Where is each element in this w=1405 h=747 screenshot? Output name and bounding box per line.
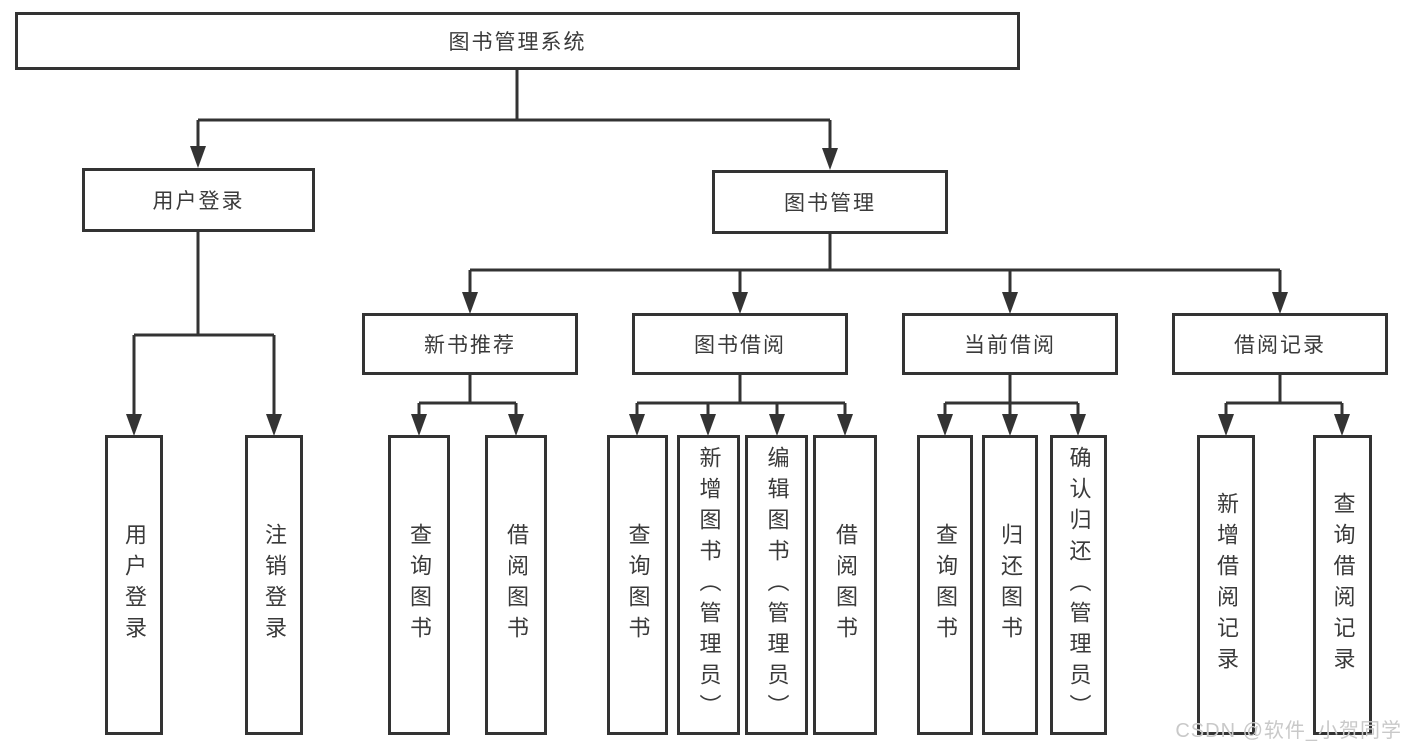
leaf-return-books: 归还图书 bbox=[982, 435, 1038, 735]
node-borrowing-records-label: 借阅记录 bbox=[1234, 334, 1326, 357]
leaf-return-books-label: 归还图书 bbox=[998, 523, 1023, 647]
node-book-management-branch: 图书管理 bbox=[712, 170, 948, 234]
leaf-user-login-label: 用户登录 bbox=[122, 523, 147, 647]
leaf-logout-label: 注销登录 bbox=[262, 523, 287, 647]
leaf-edit-books-admin: 编辑图书（管理员） bbox=[745, 435, 808, 735]
leaf-add-books-admin: 新增图书（管理员） bbox=[677, 435, 740, 735]
node-book-borrowing-label: 图书借阅 bbox=[694, 334, 786, 357]
leaf-query-books-current: 查询图书 bbox=[917, 435, 973, 735]
node-root-label: 图书管理系统 bbox=[448, 31, 587, 54]
node-current-borrowing-label: 当前借阅 bbox=[964, 334, 1056, 357]
leaf-logout: 注销登录 bbox=[245, 435, 303, 735]
leaf-edit-books-admin-label: 编辑图书（管理员） bbox=[764, 445, 790, 725]
leaf-borrow-books-label: 借阅图书 bbox=[833, 523, 858, 647]
node-root-library-system: 图书管理系统 bbox=[15, 12, 1020, 70]
node-book-borrowing: 图书借阅 bbox=[632, 313, 848, 375]
node-book-management-label: 图书管理 bbox=[784, 192, 876, 215]
leaf-query-books-current-label: 查询图书 bbox=[933, 523, 958, 647]
csdn-watermark: CSDN @软件_小贺同学 bbox=[1175, 720, 1402, 742]
leaf-query-books-recommend: 查询图书 bbox=[388, 435, 450, 735]
leaf-add-borrow-record-label: 新增借阅记录 bbox=[1214, 492, 1239, 678]
leaf-borrow-books-recommend: 借阅图书 bbox=[485, 435, 547, 735]
leaf-query-books-borrowing-label: 查询图书 bbox=[625, 523, 651, 647]
leaf-add-books-admin-label: 新增图书（管理员） bbox=[696, 445, 722, 725]
leaf-user-login: 用户登录 bbox=[105, 435, 163, 735]
node-new-book-recommend: 新书推荐 bbox=[362, 313, 578, 375]
leaf-borrow-books-recommend-label: 借阅图书 bbox=[504, 523, 529, 647]
leaf-confirm-return-admin: 确认归还（管理员） bbox=[1050, 435, 1107, 735]
leaf-confirm-return-admin-label: 确认归还（管理员） bbox=[1066, 445, 1092, 725]
leaf-borrow-books: 借阅图书 bbox=[813, 435, 877, 735]
leaf-query-borrow-record-label: 查询借阅记录 bbox=[1330, 492, 1356, 678]
leaf-query-borrow-record: 查询借阅记录 bbox=[1313, 435, 1372, 735]
node-new-book-recommend-label: 新书推荐 bbox=[424, 334, 516, 357]
leaf-query-books-recommend-label: 查询图书 bbox=[407, 523, 432, 647]
leaf-add-borrow-record: 新增借阅记录 bbox=[1197, 435, 1255, 735]
node-current-borrowing: 当前借阅 bbox=[902, 313, 1118, 375]
node-user-login-branch: 用户登录 bbox=[82, 168, 315, 232]
node-user-login-label: 用户登录 bbox=[152, 190, 245, 213]
leaf-query-books-borrowing: 查询图书 bbox=[607, 435, 668, 735]
node-borrowing-records: 借阅记录 bbox=[1172, 313, 1388, 375]
